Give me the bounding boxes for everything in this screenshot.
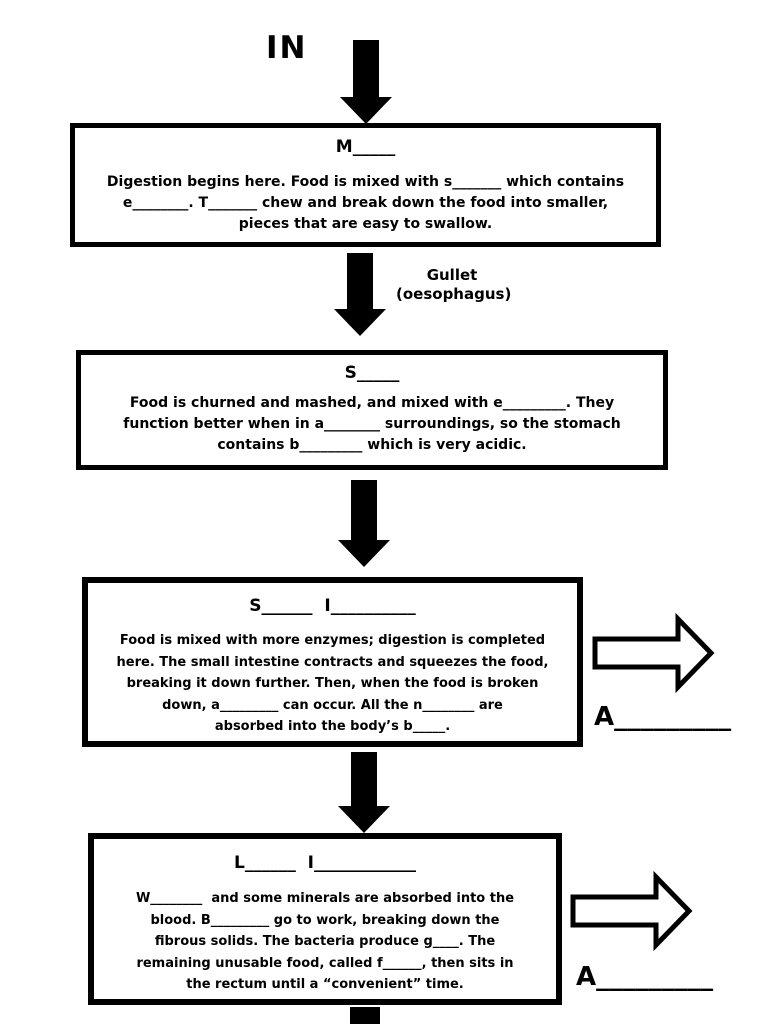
arrow-head xyxy=(334,309,386,336)
large-intestine-text-line: blood. B_________ go to work, breaking d… xyxy=(150,912,500,928)
large-intestine-text-line: W________ and some minerals are absorbed… xyxy=(135,891,515,906)
mouth-box: M_____ Digestion begins here. Food is mi… xyxy=(70,123,661,247)
arrow-head xyxy=(340,97,392,124)
large-intestine-text-line: the rectum until a “convenient” time. xyxy=(186,977,464,992)
arrow-head xyxy=(338,540,390,567)
gullet-label-line2: (oesophagus) xyxy=(396,285,512,303)
arrow-shaft xyxy=(353,40,379,97)
small-intestine-text-line: Food is mixed with more enzymes; digesti… xyxy=(119,633,546,648)
absorption-right-arrow-icon xyxy=(570,870,694,955)
large-intestine-box: L______ I____________ W________ and some… xyxy=(88,833,562,1005)
small-intestine-box-title: S______ I__________ xyxy=(249,596,416,616)
gullet-down-arrow-icon xyxy=(334,253,386,336)
exit-down-arrow-stub-icon xyxy=(350,1007,380,1024)
stomach-text-line: function better when in a________ surrou… xyxy=(123,416,621,432)
absorption-right-arrow-icon xyxy=(592,612,716,697)
gullet-label: Gullet (oesophagus) xyxy=(396,266,512,304)
right-arrow-svg xyxy=(570,870,693,952)
stomach-box-title: S_____ xyxy=(344,363,400,383)
absorption-blank-label: A_________ xyxy=(594,702,732,732)
arrow-shaft xyxy=(351,480,377,540)
small-intestine-text-line: here. The small intestine contracts and … xyxy=(116,654,549,670)
absorption-blank-label: A_________ xyxy=(576,962,714,992)
small-to-large-intestine-arrow-icon xyxy=(338,752,390,833)
large-intestine-box-title: L______ I____________ xyxy=(234,853,416,873)
arrow-head xyxy=(338,806,390,833)
stomach-box: S_____ Food is churned and mashed, and m… xyxy=(76,350,668,470)
entry-down-arrow-icon xyxy=(340,40,392,124)
small-intestine-text-line: down, a_________ can occur. All the n___… xyxy=(162,697,503,713)
large-intestine-text-line: fibrous solids. The bacteria produce g__… xyxy=(154,934,496,949)
large-intestine-text-line: remaining unusable food, called f______,… xyxy=(136,955,514,971)
arrow-shaft xyxy=(351,752,377,806)
small-intestine-box: S______ I__________ Food is mixed with m… xyxy=(82,577,583,747)
stomach-box-body: Food is churned and mashed, and mixed wi… xyxy=(81,393,663,456)
mouth-box-body: Digestion begins here. Food is mixed wit… xyxy=(75,172,656,235)
gullet-label-line1: Gullet xyxy=(426,266,478,284)
stomach-text-line: Food is churned and mashed, and mixed wi… xyxy=(129,395,615,411)
stomach-to-small-intestine-arrow-icon xyxy=(338,480,390,567)
stomach-text-line: contains b_________ which is very acidic… xyxy=(217,437,527,453)
large-intestine-box-body: W________ and some minerals are absorbed… xyxy=(94,888,556,996)
mouth-text-line: Digestion begins here. Food is mixed wit… xyxy=(106,174,625,190)
small-intestine-text-line: absorbed into the body’s b_____. xyxy=(214,719,451,734)
right-arrow-svg xyxy=(592,612,715,694)
mouth-text-line: pieces that are easy to swallow. xyxy=(238,216,493,232)
small-intestine-box-body: Food is mixed with more enzymes; digesti… xyxy=(88,630,577,738)
arrow-shaft xyxy=(347,253,373,309)
mouth-text-line: e________. T_______ chew and break down … xyxy=(122,195,609,211)
small-intestine-text-line: breaking it down further. Then, when the… xyxy=(126,676,539,691)
entry-label: IN xyxy=(266,30,308,66)
mouth-box-title: M_____ xyxy=(335,137,396,157)
